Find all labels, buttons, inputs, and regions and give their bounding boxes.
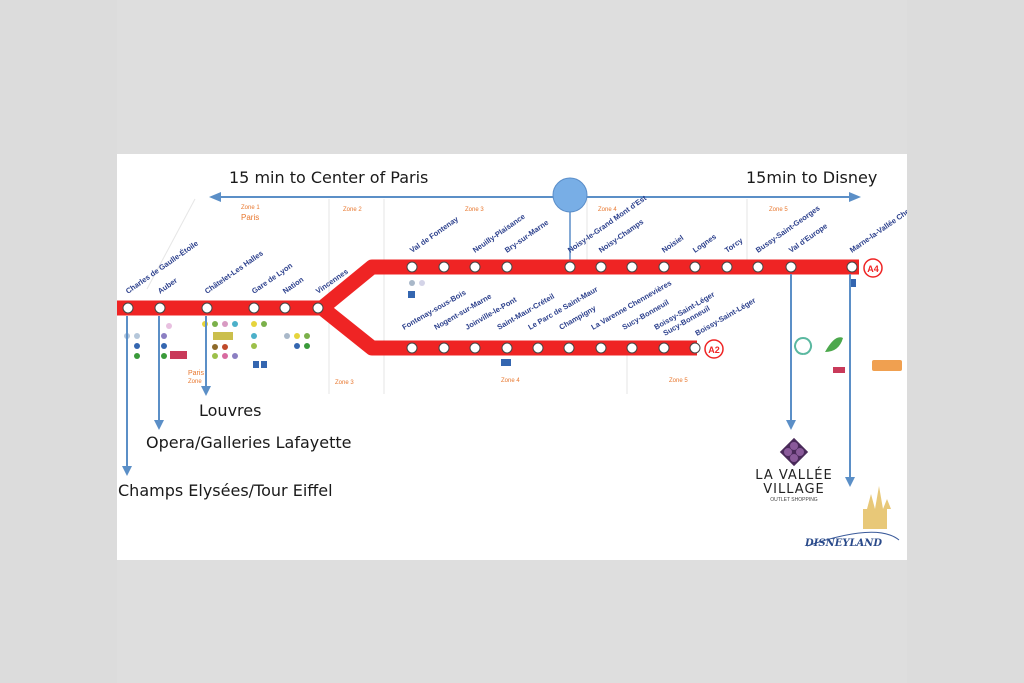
zone-dividers bbox=[146, 198, 748, 394]
station-dot bbox=[469, 261, 481, 273]
a4-badge: A4 bbox=[863, 258, 883, 278]
zone-4-label: Zone 4 bbox=[598, 207, 617, 213]
zone-1-label: Zone 1 bbox=[241, 205, 260, 211]
zone-paris-lower-label: Paris bbox=[188, 370, 204, 377]
a2-badge-label: A2 bbox=[708, 345, 720, 355]
header-double-arrow bbox=[209, 192, 861, 202]
right-gray-panel bbox=[907, 0, 1024, 683]
connection-symbols bbox=[124, 279, 902, 373]
zone-paris-label: Paris bbox=[241, 213, 259, 222]
station-dot bbox=[406, 342, 418, 354]
left-gray-panel bbox=[0, 0, 117, 683]
station-dot bbox=[658, 342, 670, 354]
station-dot bbox=[689, 342, 701, 354]
zone-labels: Zone 1 Paris Zone 2 Zone 3 Zone 4 Zone 5… bbox=[188, 205, 788, 386]
header-right-text: 15min to Disney bbox=[746, 168, 877, 187]
bottom-gray-band bbox=[117, 560, 907, 683]
station-label: Torcy bbox=[723, 235, 745, 254]
disneyland-logo: DISNEYLAND bbox=[804, 486, 900, 549]
rer-map-svg: 15 min to Center of Paris 15min to Disne… bbox=[117, 168, 907, 549]
a2-badge: A2 bbox=[704, 339, 724, 359]
station-label: Neuilly-Plaisance bbox=[471, 212, 527, 255]
station-label: Noisiel bbox=[660, 233, 685, 254]
station-dot bbox=[689, 261, 701, 273]
zone-5-lower-label: Zone 5 bbox=[669, 378, 688, 384]
station-dot bbox=[438, 261, 450, 273]
dest-opera: Opera/Galleries Lafayette bbox=[146, 433, 352, 452]
zone-lower-label: Zone bbox=[188, 379, 202, 385]
station-label: Marne-la-Vallée Chessy bbox=[848, 199, 907, 255]
station-dot bbox=[595, 342, 607, 354]
rer-a-map: 15 min to Center of Paris 15min to Disne… bbox=[117, 154, 907, 560]
station-dot bbox=[501, 342, 513, 354]
station-dot bbox=[438, 342, 450, 354]
station-dot bbox=[154, 302, 166, 314]
vallee-sub: OUTLET SHOPPING bbox=[770, 497, 818, 503]
station-label: Nation bbox=[281, 275, 306, 296]
dest-champs: Champs Elysées/Tour Eiffel bbox=[118, 481, 333, 500]
station-label: Auber bbox=[156, 276, 179, 296]
station-dot bbox=[658, 261, 670, 273]
station-label: Val de Fontenay bbox=[408, 214, 461, 255]
station-label: Lognes bbox=[691, 232, 718, 255]
station-dot bbox=[595, 261, 607, 273]
zone-4-lower-label: Zone 4 bbox=[501, 378, 520, 384]
vallee-line2: VILLAGE bbox=[763, 482, 824, 497]
station-dot bbox=[122, 302, 134, 314]
station-dot bbox=[752, 261, 764, 273]
station-dot bbox=[532, 342, 544, 354]
location-marker bbox=[552, 177, 588, 213]
station-dot bbox=[406, 261, 418, 273]
destination-arrowheads bbox=[122, 386, 855, 487]
station-dot bbox=[279, 302, 291, 314]
zone-5-label: Zone 5 bbox=[769, 207, 788, 213]
station-dot bbox=[501, 261, 513, 273]
station-dot bbox=[248, 302, 260, 314]
station-dot bbox=[312, 302, 324, 314]
vallee-line1: LA VALLÉE bbox=[755, 467, 832, 483]
zone-3-lower-label: Zone 3 bbox=[335, 380, 354, 386]
station-dot bbox=[626, 261, 638, 273]
header-left-text: 15 min to Center of Paris bbox=[229, 168, 428, 187]
zone-3-label: Zone 3 bbox=[465, 207, 484, 213]
zone-2-label: Zone 2 bbox=[343, 207, 362, 213]
station-dot bbox=[564, 261, 576, 273]
rer-a2-branch bbox=[317, 302, 697, 356]
station-dot bbox=[785, 261, 797, 273]
la-vallee-village-logo: LA VALLÉE VILLAGE OUTLET SHOPPING bbox=[755, 437, 832, 503]
station-dot bbox=[563, 342, 575, 354]
a4-badge-label: A4 bbox=[867, 264, 879, 274]
dest-louvres: Louvres bbox=[199, 401, 262, 420]
top-gray-band bbox=[117, 0, 907, 154]
disney-text: DISNEYLAND bbox=[804, 538, 882, 549]
station-dot bbox=[721, 261, 733, 273]
station-dot bbox=[201, 302, 213, 314]
station-dot bbox=[626, 342, 638, 354]
station-dot bbox=[846, 261, 858, 273]
station-dot bbox=[469, 342, 481, 354]
destination-arrows bbox=[126, 274, 851, 479]
